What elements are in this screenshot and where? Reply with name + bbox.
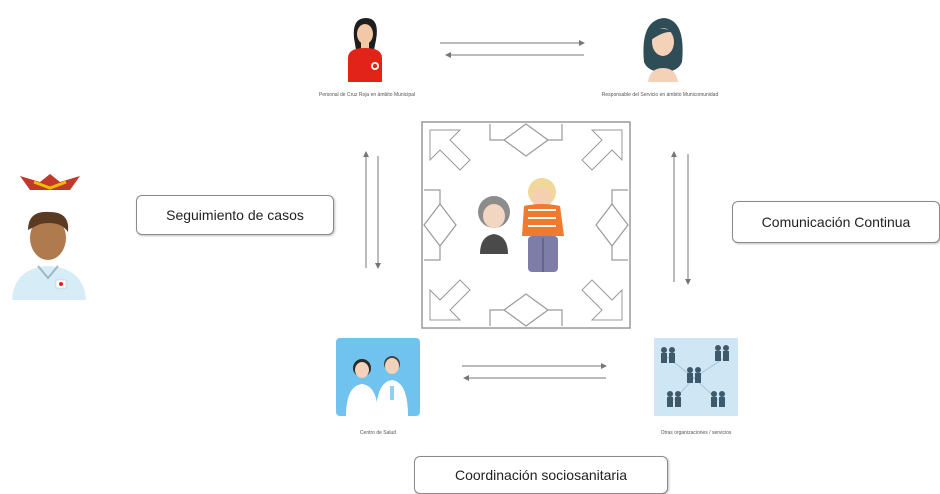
label-seguimiento: Seguimiento de casos (136, 195, 334, 235)
top-left-caption: Personal de Cruz Roja en ámbito Municipa… (318, 92, 416, 98)
label-comunicacion: Comunicación Continua (732, 201, 940, 243)
network-people-icon (654, 338, 738, 416)
bottom-left-caption: Centro de Salud (359, 430, 397, 436)
bottom-right-caption: Otras organizaciones / servicios (660, 430, 732, 436)
red-cross-staff-icon (342, 10, 388, 82)
elderly-couple-icon (472, 176, 582, 280)
central-frame (421, 121, 631, 329)
top-right-caption: Responsable del Servicio en ámbito Munic… (601, 92, 719, 98)
volunteer-icon (10, 168, 90, 300)
label-coordinacion: Coordinación sociosanitaria (414, 456, 668, 494)
woman-avatar-icon (638, 12, 688, 82)
health-center-icon (336, 338, 420, 416)
